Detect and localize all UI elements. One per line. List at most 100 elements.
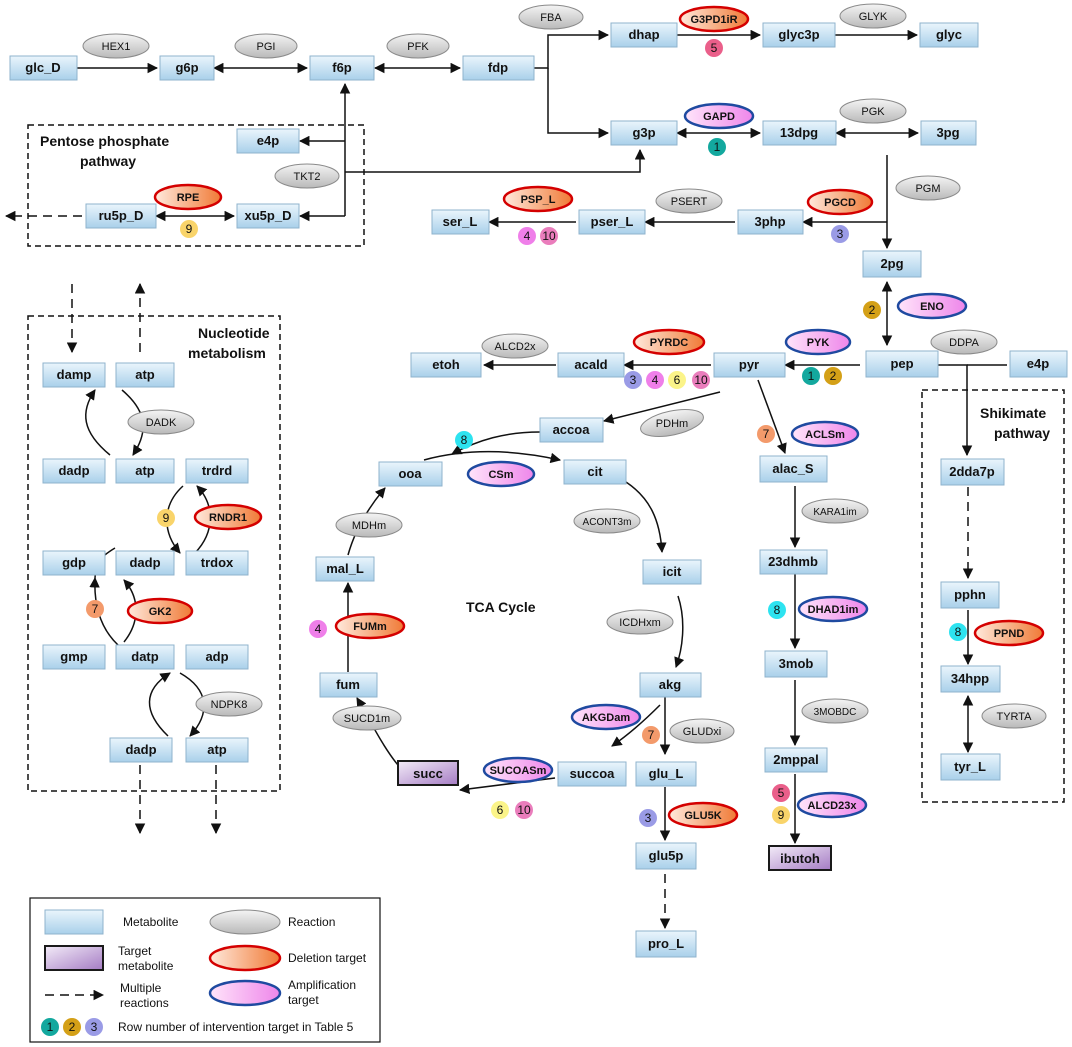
nucleotide-metabolism-box <box>27 315 281 792</box>
metabolite-23dhmb: 23dhmb <box>759 549 828 575</box>
svg-text:7: 7 <box>92 602 99 616</box>
svg-text:trdox: trdox <box>201 555 234 570</box>
svg-text:ACLSm: ACLSm <box>805 429 845 441</box>
metabolite-2dda7p: 2dda7p <box>940 458 1005 486</box>
svg-text:pro_L: pro_L <box>648 936 684 951</box>
svg-text:g3p: g3p <box>632 125 655 140</box>
badge-4: 4 <box>518 227 536 245</box>
badge-6: 6 <box>491 801 509 819</box>
svg-text:ooa: ooa <box>398 466 422 481</box>
svg-text:target: target <box>288 993 319 1007</box>
svg-text:ibutoh: ibutoh <box>780 851 820 866</box>
svg-text:ru5p_D: ru5p_D <box>99 208 144 223</box>
badge-9: 9 <box>180 220 198 238</box>
svg-text:4: 4 <box>652 373 659 387</box>
svg-text:RNDR1: RNDR1 <box>209 512 247 524</box>
legend-reaction: Reaction <box>209 909 335 935</box>
svg-text:gmp: gmp <box>60 649 88 664</box>
svg-text:2: 2 <box>830 369 837 383</box>
metabolite-glyc: glyc <box>919 22 979 48</box>
amplification-eno: ENO <box>896 292 968 320</box>
reactions: HEX1 PGI PFK FBA GLYK PGK TKT2 PGM PSERT… <box>82 3 1047 744</box>
svg-text:10: 10 <box>517 803 531 817</box>
metabolite-atp-1: atp <box>115 362 175 388</box>
svg-text:PGK: PGK <box>861 106 885 118</box>
metabolite-atp-3: atp <box>185 737 249 763</box>
svg-text:cit: cit <box>587 464 603 479</box>
svg-text:trdrd: trdrd <box>202 463 232 478</box>
reaction-kara1im: KARA1im <box>801 498 869 524</box>
svg-text:glu5p: glu5p <box>649 848 684 863</box>
metabolite-tyr-l: tyr_L <box>940 753 1001 781</box>
svg-text:DDPA: DDPA <box>949 337 979 349</box>
reaction-pgm: PGM <box>895 175 961 201</box>
svg-text:23dhmb: 23dhmb <box>768 554 818 569</box>
metabolite-g3p: g3p <box>610 120 678 146</box>
amplification-gapd: GAPD <box>683 102 755 130</box>
svg-text:glyc: glyc <box>936 27 962 42</box>
badge-5: 5 <box>705 39 723 57</box>
svg-text:G3PD1iR: G3PD1iR <box>690 14 737 26</box>
amplification-aclsm: ACLSm <box>790 420 860 448</box>
svg-text:2: 2 <box>869 303 876 317</box>
badge-8: 8 <box>455 431 473 449</box>
svg-text:xu5p_D: xu5p_D <box>245 208 292 223</box>
svg-text:reactions: reactions <box>120 996 169 1010</box>
reaction-alcd2x: ALCD2x <box>481 333 549 359</box>
metabolite-acald: acald <box>557 352 625 378</box>
svg-text:ser_L: ser_L <box>443 214 478 229</box>
amplification-csm: CSm <box>466 460 536 488</box>
metabolite-g6p: g6p <box>159 55 215 81</box>
reaction-psert: PSERT <box>655 188 723 214</box>
metabolite-accoa: accoa <box>539 417 604 443</box>
svg-text:dadp: dadp <box>129 555 160 570</box>
metabolite-mal-l: mal_L <box>315 556 375 582</box>
svg-text:8: 8 <box>774 603 781 617</box>
svg-text:NDPK8: NDPK8 <box>211 699 248 711</box>
reaction-acont3m: ACONT3m <box>573 508 641 534</box>
svg-text:3: 3 <box>837 227 844 241</box>
amplification-pyk: PYK <box>784 328 852 356</box>
target-metabolite-succ: succ <box>397 760 459 786</box>
svg-text:PDHm: PDHm <box>656 418 688 430</box>
svg-text:RPE: RPE <box>177 192 200 204</box>
metabolite-3php: 3php <box>737 209 804 235</box>
svg-text:3MOBDC: 3MOBDC <box>814 707 857 718</box>
badge-8: 8 <box>768 601 786 619</box>
svg-text:atp: atp <box>135 367 155 382</box>
svg-text:Amplification: Amplification <box>288 978 356 992</box>
metabolite-damp: damp <box>42 362 106 388</box>
svg-text:Metabolite: Metabolite <box>123 915 179 929</box>
metabolite-trdrd: trdrd <box>185 458 249 484</box>
svg-text:Reaction: Reaction <box>288 915 335 929</box>
deletion-g3pd1ir: G3PD1iR <box>678 5 750 33</box>
svg-text:PPND: PPND <box>994 628 1025 640</box>
svg-text:pep: pep <box>890 356 913 371</box>
svg-text:GLUDxi: GLUDxi <box>683 726 722 738</box>
metabolite-gmp: gmp <box>42 644 106 670</box>
svg-text:PGCD: PGCD <box>824 197 856 209</box>
badge-7: 7 <box>757 425 775 443</box>
svg-text:HEX1: HEX1 <box>102 41 131 53</box>
svg-text:3pg: 3pg <box>936 125 959 140</box>
metabolite-adp: adp <box>185 644 249 670</box>
legend-deletion-target: Deletion target <box>208 944 367 972</box>
metabolite-datp: datp <box>115 644 175 670</box>
svg-text:8: 8 <box>461 433 468 447</box>
metabolite-dhap: dhap <box>610 22 678 48</box>
svg-text:datp: datp <box>131 649 159 664</box>
badge-10: 10 <box>515 801 533 819</box>
svg-text:glc_D: glc_D <box>25 60 60 75</box>
amplification-sucoasm: SUCOASm <box>482 756 554 784</box>
svg-text:4: 4 <box>315 622 322 636</box>
svg-text:1: 1 <box>714 140 721 154</box>
svg-text:dadp: dadp <box>58 463 89 478</box>
metabolite-gdp: gdp <box>42 550 106 576</box>
badge-4: 4 <box>309 620 327 638</box>
metabolites: glc_D g6p f6p fdp dhap glyc3p glyc e4p g… <box>9 22 1068 958</box>
metabolite-pyr: pyr <box>713 352 786 378</box>
metabolite-3mob: 3mob <box>764 650 828 678</box>
svg-text:SUCD1m: SUCD1m <box>344 713 390 725</box>
svg-text:6: 6 <box>674 373 681 387</box>
